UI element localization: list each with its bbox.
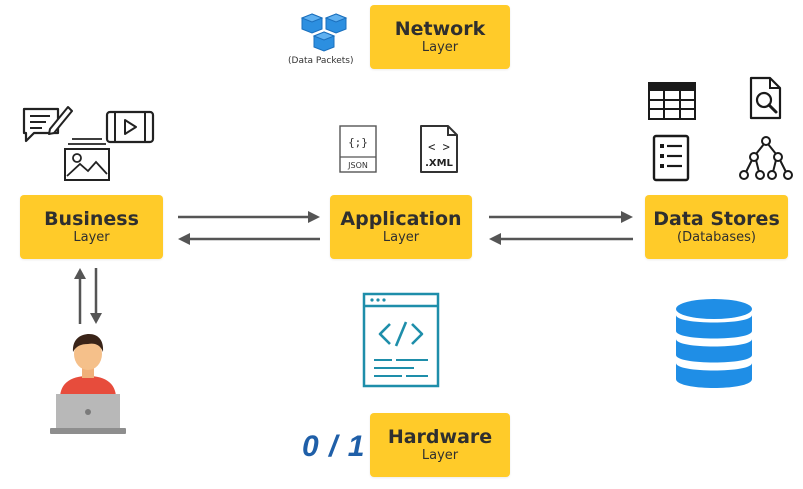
hardware-layer-title: Hardware: [387, 426, 493, 448]
application-to-business-arrow: [176, 232, 322, 246]
list-document-icon: [651, 134, 691, 182]
user-business-arrows: [72, 266, 104, 326]
network-layer-box: Network Layer: [370, 5, 510, 69]
data-stores-title: Data Stores: [653, 208, 780, 230]
application-layer-title: Application: [340, 208, 462, 230]
svg-text:< >: < >: [428, 140, 450, 154]
data-packets-caption: (Data Packets): [288, 56, 354, 66]
svg-text:JSON: JSON: [347, 161, 368, 170]
video-icon: [105, 110, 155, 144]
cubes-icon: [300, 12, 352, 56]
json-file-icon: {;} JSON: [338, 124, 378, 174]
svg-text:{;}: {;}: [348, 136, 368, 149]
hardware-layer-subtitle: Layer: [421, 448, 459, 463]
business-layer-title: Business: [44, 208, 139, 230]
application-to-datastores-arrow: [487, 210, 635, 224]
svg-text:.XML: .XML: [425, 158, 453, 169]
message-edit-icon: [20, 103, 74, 149]
xml-file-icon: < > .XML: [418, 123, 460, 175]
document-search-icon: [748, 76, 784, 120]
data-stores-subtitle: (Databases): [677, 230, 756, 245]
application-layer-box: Application Layer: [330, 195, 472, 259]
database-icon: [673, 297, 755, 393]
business-to-application-arrow: [176, 210, 322, 224]
network-layer-title: Network: [394, 18, 486, 40]
code-window-icon: [362, 292, 440, 388]
business-layer-subtitle: Layer: [73, 230, 110, 245]
hardware-layer-box: Hardware Layer: [370, 413, 510, 477]
business-layer-box: Business Layer: [20, 195, 163, 259]
datastores-to-application-arrow: [487, 232, 635, 246]
binary-zero-one: 0 / 1: [302, 430, 366, 463]
image-icon: [62, 136, 112, 182]
user-laptop-icon: [48, 332, 130, 436]
table-icon: [648, 82, 696, 120]
network-layer-subtitle: Layer: [421, 40, 459, 55]
hierarchy-tree-icon: [738, 135, 794, 183]
data-stores-layer-box: Data Stores (Databases): [645, 195, 788, 259]
application-layer-subtitle: Layer: [382, 230, 420, 245]
